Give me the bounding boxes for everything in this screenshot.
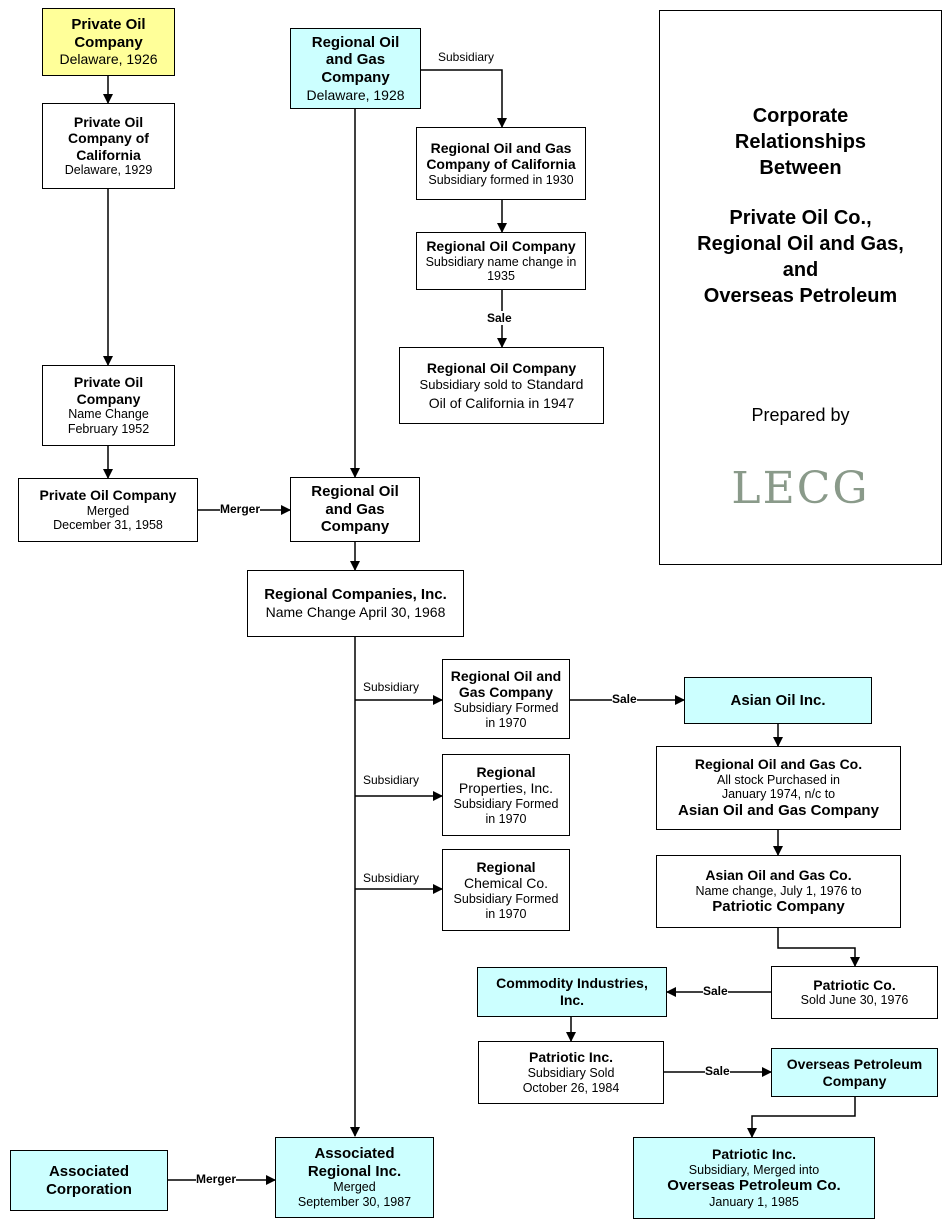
label-sale-overseas: Sale [705, 1064, 730, 1078]
label-subsidiary-oil-gas: Subsidiary [363, 680, 420, 694]
lecg-logo: LECG [731, 463, 870, 514]
label-subsidiary-1930: Subsidiary [438, 50, 495, 64]
node-sub-regional-oil-gas: Regional Oil and Gas Company Subsidiary … [442, 659, 570, 739]
node-sub-regional-chemical: Regional Chemical Co. Subsidiary Formed … [442, 849, 570, 931]
prepared-by-label: Prepared by [751, 405, 850, 425]
node-regional-oil-1947: Regional Oil Company Subsidiary sold to … [399, 347, 604, 424]
node-regional-oil-gas-co-1974: Regional Oil and Gas Co. All stock Purch… [656, 746, 901, 830]
node-regional-oil-gas-merged: Regional Oil and Gas Company [290, 477, 420, 542]
label-sale-1947: Sale [487, 311, 512, 325]
node-private-oil-1952: Private Oil Company Name Change February… [42, 365, 175, 446]
label-merger-1958: Merger [220, 502, 261, 516]
node-sub-regional-properties: Regional Properties, Inc. Subsidiary For… [442, 754, 570, 836]
title-panel: Corporate Relationships Between Private … [659, 10, 942, 565]
label-subsidiary-properties: Subsidiary [363, 773, 420, 787]
node-patriotic-co-1976: Patriotic Co. Sold June 30, 1976 [771, 966, 938, 1019]
node-patriotic-inc-1985: Patriotic Inc. Subsidiary, Merged into O… [633, 1137, 875, 1219]
node-overseas-petroleum: Overseas Petroleum Company [771, 1048, 938, 1097]
node-regional-oil-1935: Regional Oil Company Subsidiary name cha… [416, 232, 586, 290]
label-merger-1987: Merger [196, 1172, 237, 1186]
node-regional-california: Regional Oil and Gas Company of Californ… [416, 127, 586, 200]
label-sale-asian: Sale [612, 692, 637, 706]
node-associated-regional: Associated Regional Inc. Merged Septembe… [275, 1137, 434, 1218]
node-private-oil-1958: Private Oil Company Merged December 31, … [18, 478, 198, 542]
edge-subsidiary-1930 [421, 69, 507, 128]
node-patriotic-inc-1984: Patriotic Inc. Subsidiary Sold October 2… [478, 1041, 664, 1104]
node-associated-corporation: Associated Corporation [10, 1150, 168, 1211]
node-private-oil-california: Private Oil Company of California Delawa… [42, 103, 175, 189]
panel-heading: Corporate Relationships Between Private … [697, 105, 904, 307]
edge-overseas-to-patriotic-1985 [747, 1097, 856, 1138]
node-regional-companies: Regional Companies, Inc. Name Change Apr… [247, 570, 464, 637]
node-asian-oil-gas-1976: Asian Oil and Gas Co. Name change, July … [656, 855, 901, 928]
edge-1976-to-patriotic [777, 928, 860, 967]
label-subsidiary-chemical: Subsidiary [363, 871, 420, 885]
node-regional-oil-gas-1928: Regional Oil and Gas Company Delaware, 1… [290, 28, 421, 109]
node-asian-oil: Asian Oil Inc. [684, 677, 872, 724]
label-sale-commodity: Sale [703, 984, 728, 998]
node-private-oil-1926: Private Oil Company Delaware, 1926 [42, 8, 175, 76]
node-commodity-industries: Commodity Industries, Inc. [477, 967, 667, 1017]
